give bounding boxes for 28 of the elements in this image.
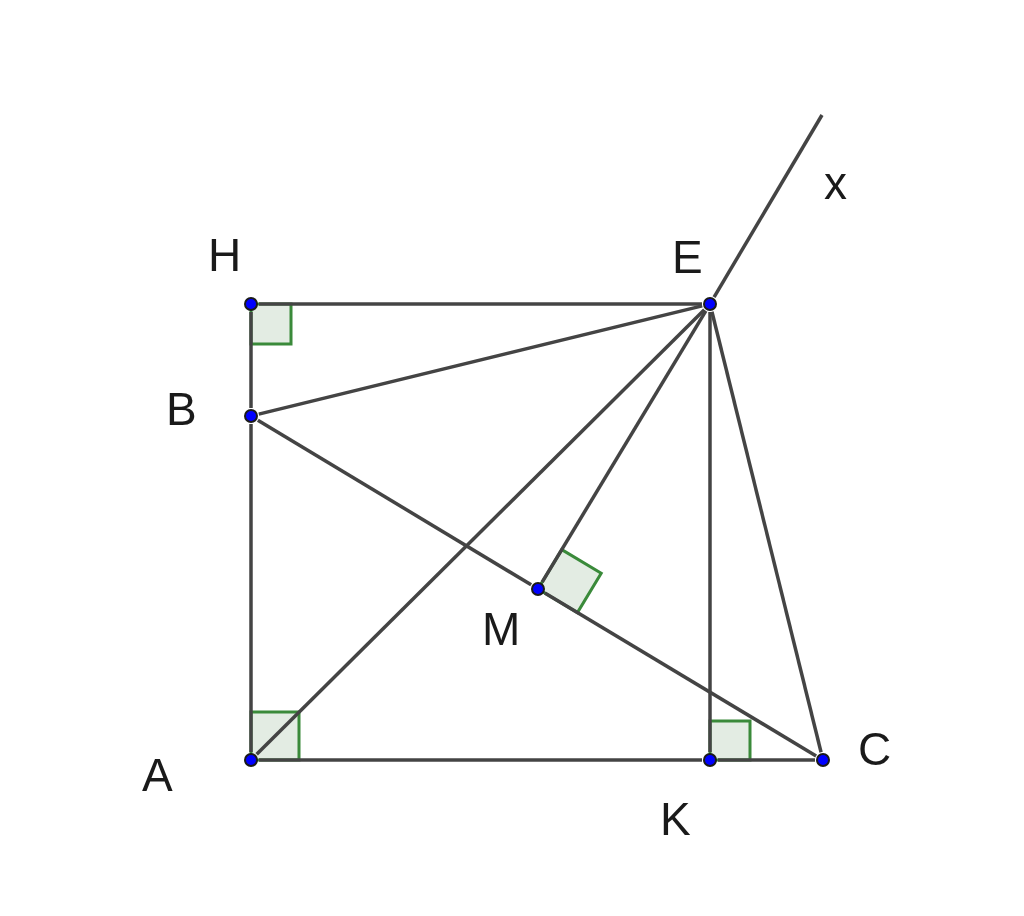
line-segment (256, 418, 533, 587)
point-label: H (208, 232, 242, 278)
line-segment (708, 312, 712, 752)
point-label: B (166, 386, 197, 432)
point-marker (703, 753, 717, 767)
ray-label: x (824, 160, 847, 206)
line-segment (258, 304, 703, 416)
point-label: K (660, 796, 691, 842)
line-segment (255, 308, 706, 756)
point-label: C (858, 726, 892, 772)
point-label: M (482, 606, 521, 652)
line-segment (249, 424, 253, 752)
point-label: A (142, 752, 173, 798)
point-marker (816, 753, 830, 767)
line-segment (249, 312, 253, 408)
line-segment (259, 302, 702, 306)
line-segment (718, 758, 815, 762)
line-segment (540, 309, 708, 584)
point-marker (703, 297, 717, 311)
line-segment (259, 758, 702, 762)
line-segment (710, 311, 823, 753)
point-marker (244, 753, 258, 767)
point-label: E (672, 234, 703, 280)
point-marker (531, 582, 545, 596)
point-marker (244, 409, 258, 423)
ray (712, 114, 824, 298)
line-segment (543, 591, 818, 758)
point-marker (244, 297, 258, 311)
